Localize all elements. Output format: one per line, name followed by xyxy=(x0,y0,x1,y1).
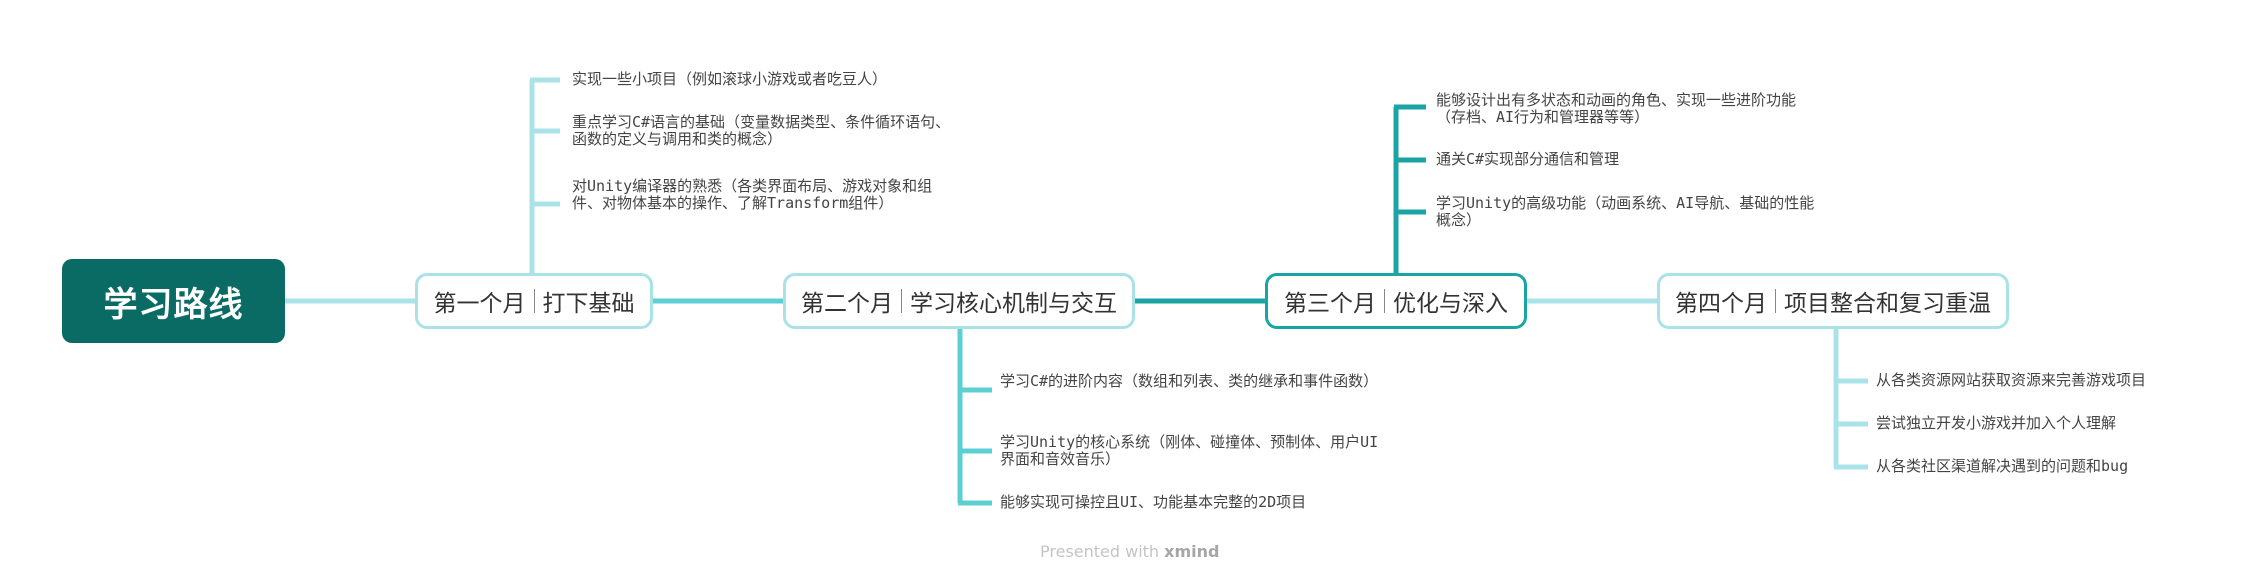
title-separator xyxy=(1775,289,1776,313)
root-topic-label: 学习路线 xyxy=(103,284,244,325)
month-1-item-2[interactable]: 重点学习C#语言的基础（变量数据类型、条件循环语句、函数的定义与调用和类的概念） xyxy=(572,113,951,148)
month-1-topic[interactable]: 第一个月打下基础 xyxy=(415,273,653,329)
xmind-brand: xmind xyxy=(1164,542,1220,561)
month-2-item-1[interactable]: 学习C#的进阶内容（数组和列表、类的继承和事件函数） xyxy=(1000,372,1379,390)
month-2-item-3[interactable]: 能够实现可操控且UI、功能基本完整的2D项目 xyxy=(1000,493,1307,511)
title-separator xyxy=(533,289,535,313)
month-3-item-2[interactable]: 通关C#实现部分通信和管理 xyxy=(1436,150,1620,168)
root-topic[interactable]: 学习路线 xyxy=(62,259,285,343)
month-1-title: 第一个月 xyxy=(433,291,526,317)
month-2-title: 第二个月 xyxy=(801,291,893,317)
month-3-item-3[interactable]: 学习Unity的高级功能（动画系统、AI导航、基础的性能概念） xyxy=(1436,194,1815,229)
month-3-title: 第三个月 xyxy=(1284,291,1376,317)
month-4-topic[interactable]: 第四个月项目整合和复习重温 xyxy=(1657,273,2009,329)
title-separator xyxy=(1384,289,1385,313)
footer-prefix: Presented with xyxy=(1040,542,1160,561)
month-2-topic[interactable]: 第二个月学习核心机制与交互 xyxy=(783,273,1135,329)
month-3-item-1[interactable]: 能够设计出有多状态和动画的角色、实现一些进阶功能（存档、AI行为和管理器等等） xyxy=(1436,91,1797,126)
month-4-item-1[interactable]: 从各类资源网站获取资源来完善游戏项目 xyxy=(1876,371,2147,389)
presented-with-footer: Presented with xmind xyxy=(1040,542,1240,561)
month-1-item-3[interactable]: 对Unity编译器的熟悉（各类界面布局、游戏对象和组件、对物体基本的操作、了解T… xyxy=(572,177,933,212)
month-2-subtitle: 学习核心机制与交互 xyxy=(910,291,1117,317)
month-1-subtitle: 打下基础 xyxy=(542,291,635,317)
month-1-item-1[interactable]: 实现一些小项目（例如滚球小游戏或者吃豆人） xyxy=(572,70,888,88)
month-4-item-2[interactable]: 尝试独立开发小游戏并加入个人理解 xyxy=(1876,414,2117,432)
month-3-topic[interactable]: 第三个月优化与深入 xyxy=(1265,273,1527,329)
month-4-item-3[interactable]: 从各类社区渠道解决遇到的问题和bug xyxy=(1876,457,2129,475)
month-2-item-2[interactable]: 学习Unity的核心系统（刚体、碰撞体、预制体、用户UI界面和音效音乐） xyxy=(1000,433,1379,468)
month-4-title: 第四个月 xyxy=(1675,291,1767,317)
month-3-subtitle: 优化与深入 xyxy=(1393,291,1508,317)
title-separator xyxy=(901,289,902,313)
month-4-subtitle: 项目整合和复习重温 xyxy=(1784,291,1991,317)
